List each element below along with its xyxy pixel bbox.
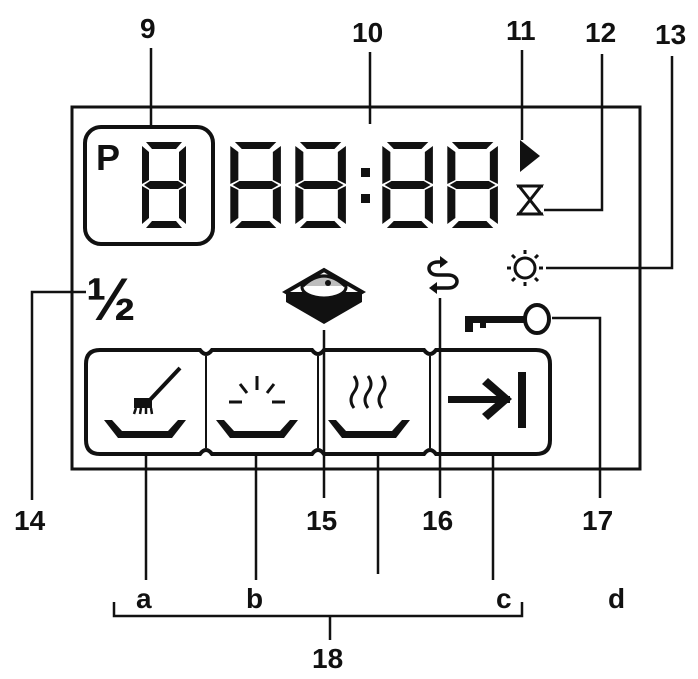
rinse-aid-icon	[427, 256, 459, 294]
time-colon	[361, 168, 370, 203]
callout-13: 13	[655, 19, 686, 50]
callout-9: 9	[140, 13, 156, 44]
function-strip	[84, 348, 552, 456]
salt-dish-icon	[282, 267, 366, 324]
sublabel-a: a	[136, 583, 152, 614]
sparkle-dish-icon	[216, 376, 298, 438]
play-arrow-icon	[520, 140, 540, 172]
callout-17: 17	[582, 505, 613, 536]
delay-end-arrow-icon	[448, 372, 526, 428]
sublabel-b: b	[246, 583, 263, 614]
sublabel-c: c	[496, 583, 512, 614]
hourglass-icon	[515, 184, 545, 216]
callout-10: 10	[352, 17, 383, 48]
program-letter: P	[96, 137, 120, 178]
callout-16: 16	[422, 505, 453, 536]
time-digit-2	[295, 142, 346, 228]
display-frame	[70, 105, 642, 471]
callout-11: 11	[506, 15, 536, 46]
leader-lines	[30, 48, 674, 640]
program-digit	[142, 142, 186, 228]
fraction-half: ½	[86, 266, 136, 333]
time-digit-1	[230, 142, 281, 228]
sublabel-d: d	[608, 583, 625, 614]
callout-12: 12	[585, 17, 616, 48]
callout-15: 15	[306, 505, 337, 536]
steam-dry-icon	[328, 375, 410, 438]
time-digit-4	[447, 142, 498, 228]
callout-14: 14	[14, 505, 46, 536]
program-box	[83, 125, 215, 246]
callout-18: 18	[312, 643, 343, 674]
sun-icon	[507, 250, 543, 286]
key-icon	[465, 303, 551, 335]
prewash-brush-icon	[104, 366, 186, 438]
time-digit-3	[382, 142, 433, 228]
